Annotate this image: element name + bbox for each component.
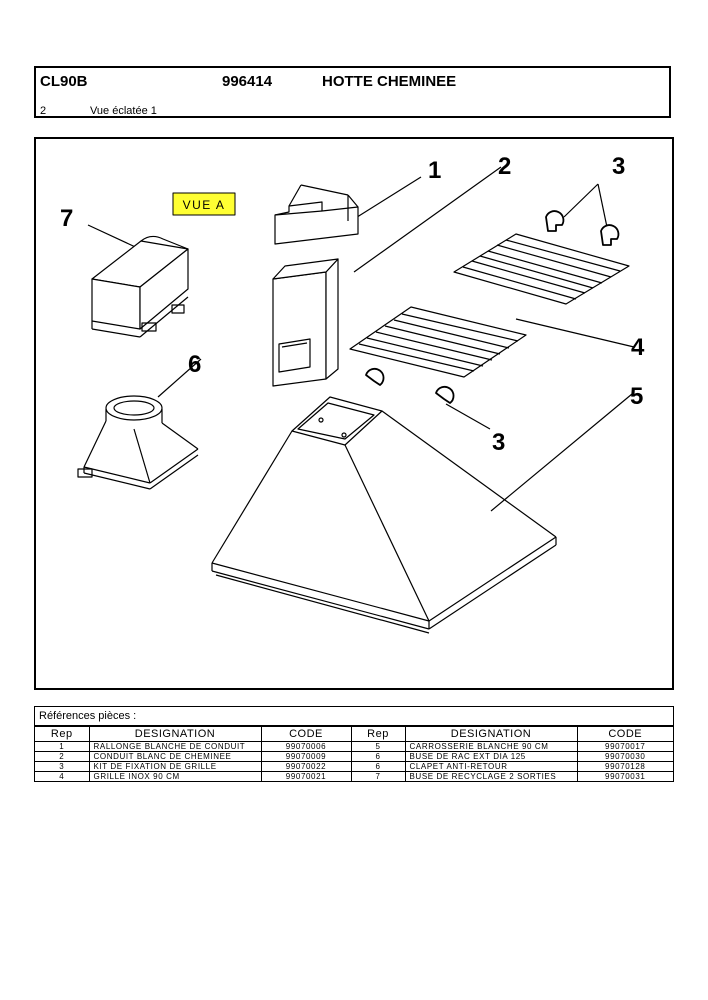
part-spigot (77, 395, 199, 490)
designation-cell: RALLONGE BLANCHE DE CONDUIT (88, 741, 262, 752)
exploded-view-drawing: VUE A 1 2 3 4 5 6 7 3 (60, 153, 645, 634)
callout-5: 5 (630, 383, 643, 410)
part-recycling-spigot (91, 235, 189, 338)
rep-cell: 5 (350, 741, 406, 752)
designation-cell: GRILLE INOX 90 CM (88, 771, 262, 781)
callout-3-top: 3 (612, 153, 625, 180)
rep-cell: 6 (350, 761, 406, 772)
rep-cell: 3 (35, 761, 90, 772)
table-row: 4 GRILLE INOX 90 CM 99070021 7 BUSE DE R… (35, 771, 673, 781)
callout-7: 7 (60, 205, 73, 232)
col-designation: DESIGNATION (88, 726, 262, 742)
rep-cell: 6 (350, 751, 406, 762)
table-row: 2 CONDUIT BLANC DE CHEMINEE 99070009 6 B… (35, 751, 673, 762)
code-cell: 99070022 (260, 761, 352, 772)
rep-cell: 7 (350, 771, 406, 781)
designation-cell: CARROSSERIE BLANCHE 90 CM (404, 741, 578, 752)
document-header: CL90B 996414 HOTTE CHEMINEE 2 Vue éclaté… (34, 66, 671, 118)
product-code: 996414 (222, 73, 273, 90)
designation-cell: CLAPET ANTI-RETOUR (404, 761, 578, 772)
col-designation-2: DESIGNATION (404, 726, 578, 742)
parts-reference-table: Références pièces : Rep DESIGNATION CODE… (34, 706, 674, 782)
table-header-row: Rep DESIGNATION CODE Rep DESIGNATION COD… (35, 726, 673, 742)
designation-cell: KIT DE FIXATION DE GRILLE (88, 761, 262, 772)
rep-cell: 2 (35, 751, 90, 762)
code-cell: 99070128 (576, 761, 673, 772)
callout-6: 6 (188, 351, 201, 378)
part-grilles (349, 233, 630, 378)
product-title: HOTTE CHEMINEE (322, 73, 457, 90)
part-fixation-clips (365, 210, 620, 404)
designation-cell: BUSE DE RECYCLAGE 2 SORTIES (404, 771, 578, 781)
references-label: Références pièces : (35, 707, 673, 726)
code-cell: 99070006 (260, 741, 352, 752)
part-hood-body (211, 396, 557, 634)
rep-cell: 1 (35, 741, 90, 752)
col-rep-2: Rep (350, 726, 406, 742)
exploded-view-diagram: VUE A 1 2 3 4 5 6 7 3 (34, 137, 674, 690)
code-cell: 99070017 (576, 741, 673, 752)
table-row: 3 KIT DE FIXATION DE GRILLE 99070022 6 C… (35, 761, 673, 772)
designation-cell: CONDUIT BLANC DE CHEMINEE (88, 751, 262, 762)
rep-cell: 4 (35, 771, 90, 781)
col-code: CODE (260, 726, 352, 742)
callout-1: 1 (428, 157, 441, 184)
table-row: 1 RALLONGE BLANCHE DE CONDUIT 99070006 5… (35, 741, 673, 752)
code-cell: 99070009 (260, 751, 352, 762)
code-cell: 99070031 (576, 771, 673, 781)
designation-cell: BUSE DE RAC EXT DIA 125 (404, 751, 578, 762)
vue-a-tag (172, 192, 236, 216)
part-chimney-duct (272, 184, 359, 387)
callout-3-bottom: 3 (492, 429, 505, 456)
parts-table: Rep DESIGNATION CODE Rep DESIGNATION COD… (35, 726, 673, 781)
leader-lines (87, 166, 635, 512)
code-cell: 99070021 (260, 771, 352, 781)
model-number: CL90B (40, 73, 88, 90)
col-code-2: CODE (576, 726, 673, 742)
code-cell: 99070030 (576, 751, 673, 762)
col-rep: Rep (35, 726, 90, 742)
vue-a-label: VUE A (183, 198, 226, 212)
callout-2: 2 (498, 153, 511, 180)
page-number: 2 (40, 105, 47, 117)
view-subtitle: Vue éclatée 1 (90, 105, 157, 117)
callout-4: 4 (631, 334, 645, 361)
